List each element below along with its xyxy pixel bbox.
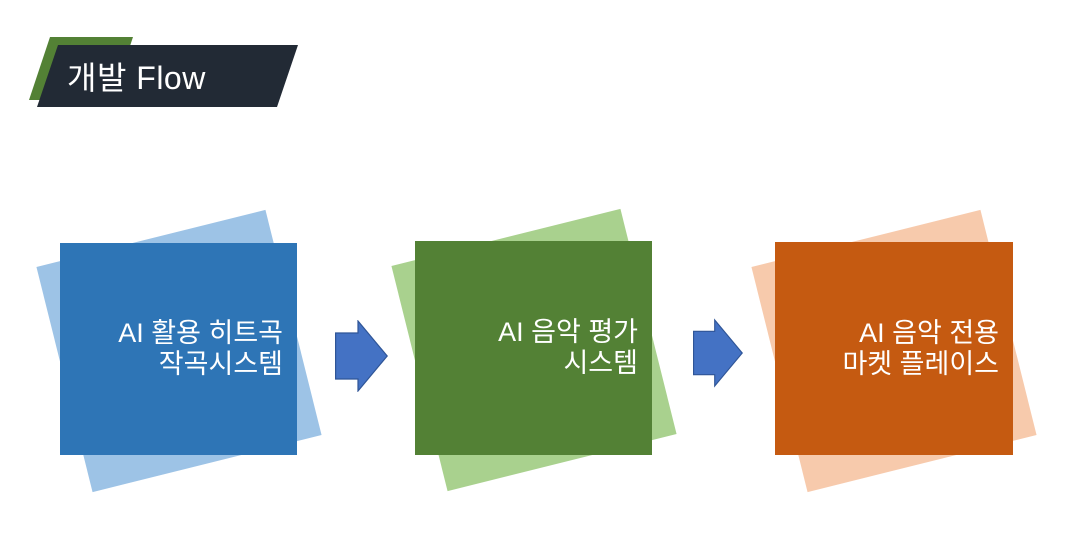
- step-1-square: AI 활용 히트곡 작곡시스템: [60, 243, 297, 455]
- flow-step-3: AI 음악 전용 마켓 플레이스: [751, 209, 1037, 492]
- step-3-label-line-2: 마켓 플레이스: [842, 348, 999, 379]
- step-3-square: AI 음악 전용 마켓 플레이스: [775, 242, 1013, 455]
- page-title: 개발 Flow: [67, 60, 206, 96]
- right-arrow-icon: [693, 318, 743, 388]
- flow-step-1: AI 활용 히트곡 작곡시스템: [35, 209, 322, 493]
- step-1-label-line-1: AI 활용 히트곡: [118, 318, 283, 348]
- step-2-square: AI 음악 평가 시스템: [415, 241, 652, 455]
- title-banner: 개발 Flow: [0, 0, 340, 120]
- step-3-label-line-1: AI 음악 전용: [859, 317, 999, 348]
- step-1-label-line-2: 작곡시스템: [158, 349, 283, 379]
- right-arrow-shape: [335, 320, 388, 392]
- step-2-label-line-2: 시스템: [563, 348, 638, 378]
- flow-step-2: AI 음악 평가 시스템: [390, 208, 677, 492]
- right-arrow-icon: [335, 320, 388, 392]
- title-plate-parallelogram: [37, 45, 298, 107]
- step-2-label-line-1: AI 음악 평가: [498, 317, 638, 347]
- right-arrow-shape: [693, 318, 743, 388]
